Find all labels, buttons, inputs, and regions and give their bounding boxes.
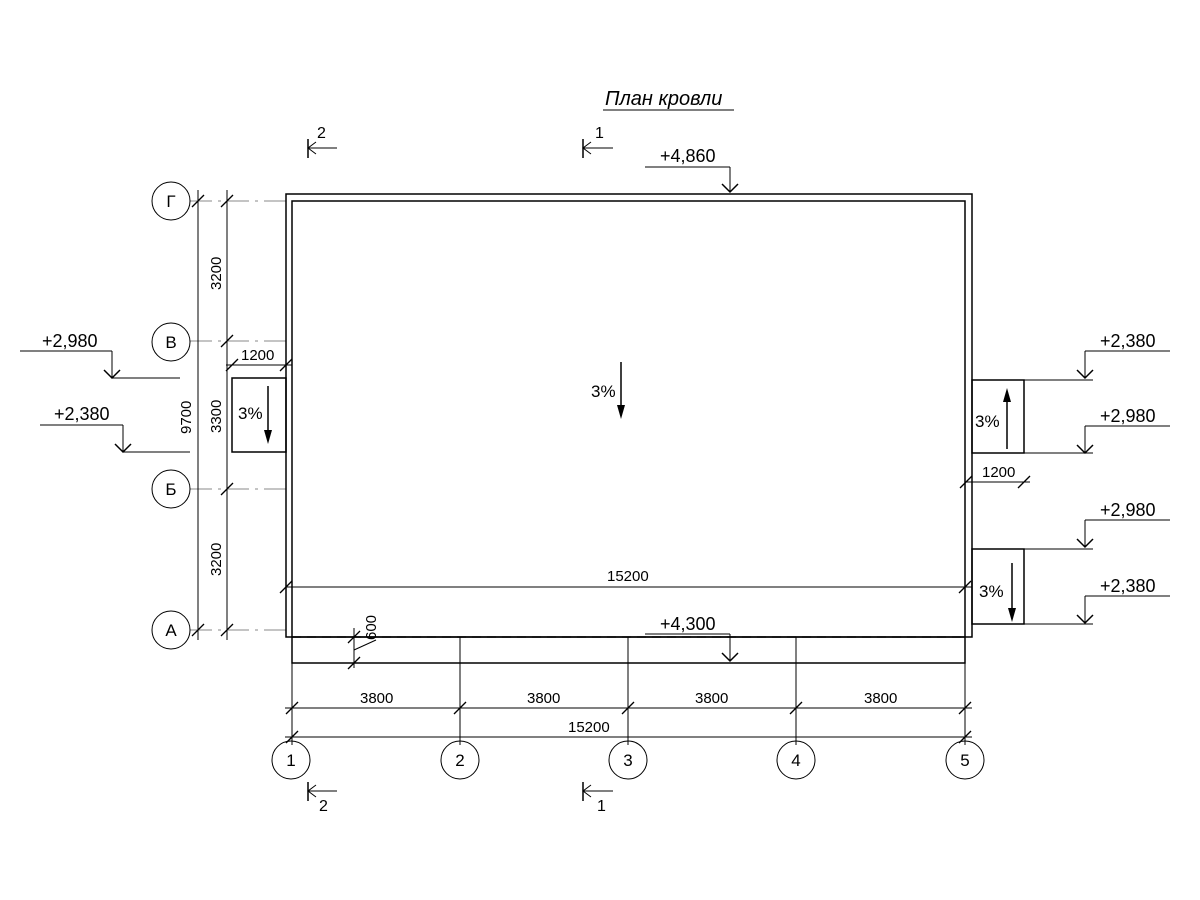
section-top-left: 2 bbox=[317, 125, 326, 142]
dim-vertical-top: 3200 bbox=[208, 257, 225, 290]
section-bottom-left: 2 bbox=[319, 798, 328, 815]
dim-bay-3: 3800 bbox=[695, 690, 728, 707]
inner-width-ticks bbox=[279, 580, 972, 594]
level-right-1: +2,380 bbox=[1100, 331, 1156, 351]
axis-row-a: А bbox=[165, 621, 177, 640]
section-top-mid: 1 bbox=[595, 125, 604, 142]
dim-bay-2: 3800 bbox=[527, 690, 560, 707]
dim-vertical-total: 9700 bbox=[178, 401, 195, 434]
dim-bay-1: 3800 bbox=[360, 690, 393, 707]
slope-right-upper-label: 3% bbox=[975, 412, 1000, 431]
slope-main-label: 3% bbox=[591, 382, 616, 401]
level-ridge-top: +4,860 bbox=[660, 146, 716, 166]
right-canopies bbox=[971, 379, 1025, 625]
dim-canopy-left: 1200 bbox=[241, 347, 274, 364]
dim-vertical-mid: 3300 bbox=[208, 400, 225, 433]
dim-overall-width: 15200 bbox=[568, 719, 610, 736]
dim-overhang: 600 bbox=[363, 615, 380, 640]
dim-canopy-right: 1200 bbox=[982, 464, 1015, 481]
drawing-title: План кровли bbox=[605, 88, 722, 110]
section-marks bbox=[307, 139, 613, 801]
slope-arrows bbox=[264, 362, 1016, 622]
axis-row-v: В bbox=[165, 333, 176, 352]
level-eave-bottom: +4,300 bbox=[660, 614, 716, 634]
canopy-dimensions bbox=[225, 358, 1031, 489]
level-left-upper: +2,980 bbox=[42, 331, 98, 351]
main-roof bbox=[285, 193, 973, 664]
axis-row-b: Б bbox=[165, 480, 176, 499]
bottom-dimensions bbox=[285, 637, 972, 745]
level-marks bbox=[20, 166, 1170, 663]
axis-col-2: 2 bbox=[455, 751, 464, 770]
vertical-dimensions bbox=[191, 190, 234, 640]
column-axis-markers bbox=[271, 740, 985, 780]
axis-col-4: 4 bbox=[791, 751, 800, 770]
left-canopy bbox=[231, 377, 287, 453]
section-bottom-mid: 1 bbox=[597, 798, 606, 815]
level-right-2: +2,980 bbox=[1100, 406, 1156, 426]
dim-inner-width: 15200 bbox=[607, 568, 649, 585]
dim-vertical-bottom: 3200 bbox=[208, 543, 225, 576]
slope-left-canopy-label: 3% bbox=[238, 404, 263, 423]
level-right-4: +2,380 bbox=[1100, 576, 1156, 596]
axis-col-3: 3 bbox=[623, 751, 632, 770]
slope-right-lower-label: 3% bbox=[979, 582, 1004, 601]
axis-col-5: 5 bbox=[960, 751, 969, 770]
dim-bay-4: 3800 bbox=[864, 690, 897, 707]
axis-col-1: 1 bbox=[286, 751, 295, 770]
row-axis-markers bbox=[151, 181, 191, 650]
overhang-dimension bbox=[347, 628, 377, 670]
axis-row-g: Г bbox=[166, 192, 175, 211]
level-right-3: +2,980 bbox=[1100, 500, 1156, 520]
grid-lines bbox=[190, 200, 286, 631]
level-left-lower: +2,380 bbox=[54, 404, 110, 424]
